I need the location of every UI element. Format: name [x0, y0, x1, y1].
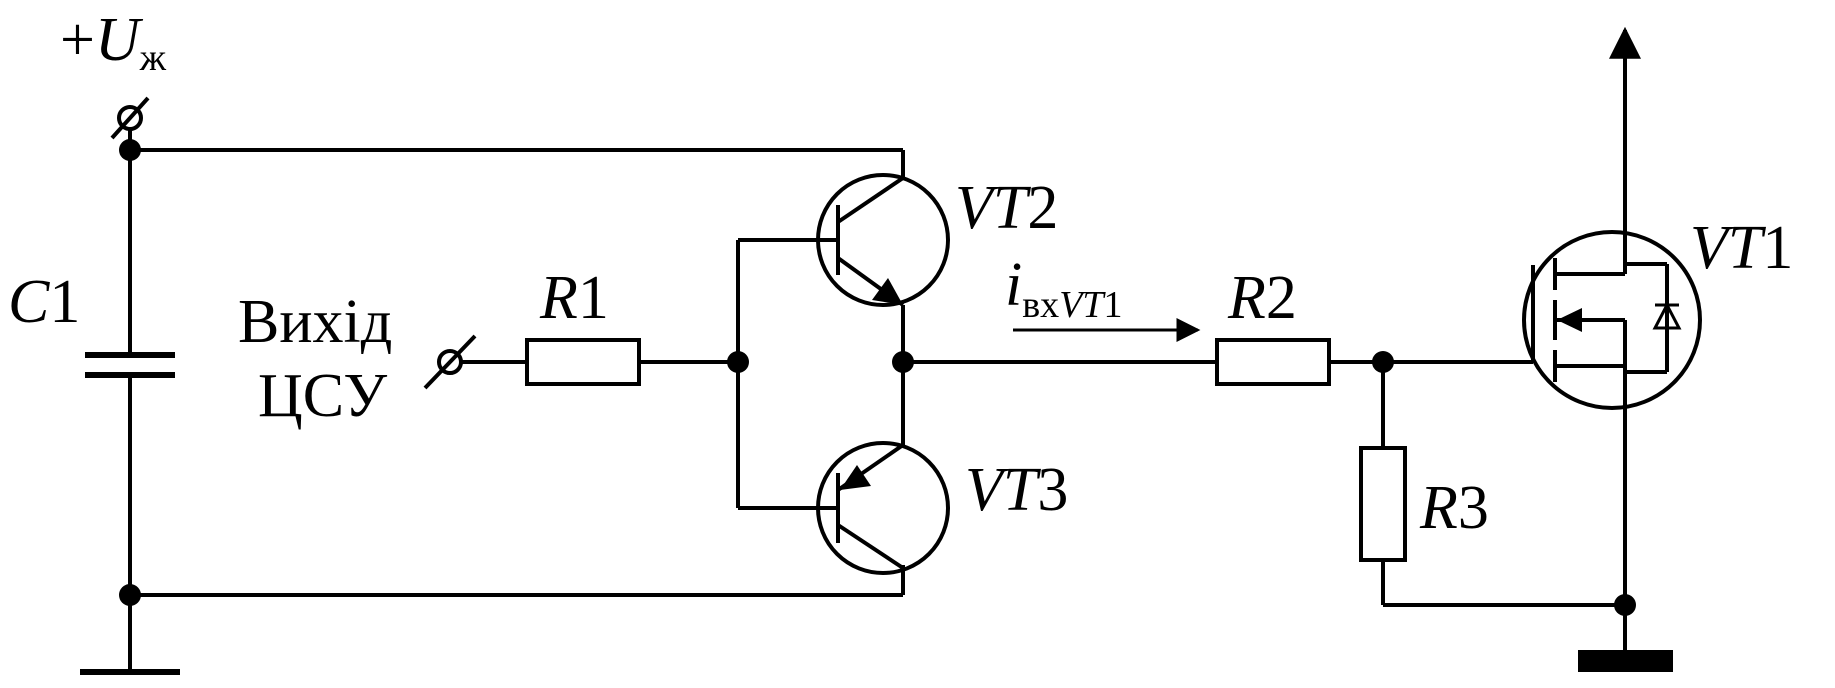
resistor-r3: [1359, 446, 1407, 562]
junction-base: [727, 351, 749, 373]
transistor-vt1: [1522, 230, 1702, 410]
resistor-r1: [525, 338, 641, 386]
label-c1: C1: [8, 268, 80, 336]
supply-label: +Uж: [60, 6, 167, 79]
label-vt2: VT2: [955, 174, 1058, 242]
label-current: iвхVT1: [1005, 251, 1123, 326]
capacitor-c1: [85, 352, 175, 378]
label-r2: R2: [1227, 264, 1297, 332]
resistor-r2: [1215, 338, 1331, 386]
label-r3: R3: [1419, 474, 1489, 542]
transistor-vt3: [816, 441, 950, 575]
label-vt3: VT3: [965, 456, 1068, 524]
junction-top-left: [119, 139, 141, 161]
transistor-vt2: [816, 173, 950, 307]
ground-bar-right: [1578, 650, 1673, 672]
label-vt1: VT1: [1690, 214, 1793, 282]
junction-bottom-left: [119, 584, 141, 606]
input-label-line2: ЦСУ: [258, 362, 387, 430]
input-label-line1: Вихід: [238, 288, 392, 356]
label-r1: R1: [539, 264, 609, 332]
